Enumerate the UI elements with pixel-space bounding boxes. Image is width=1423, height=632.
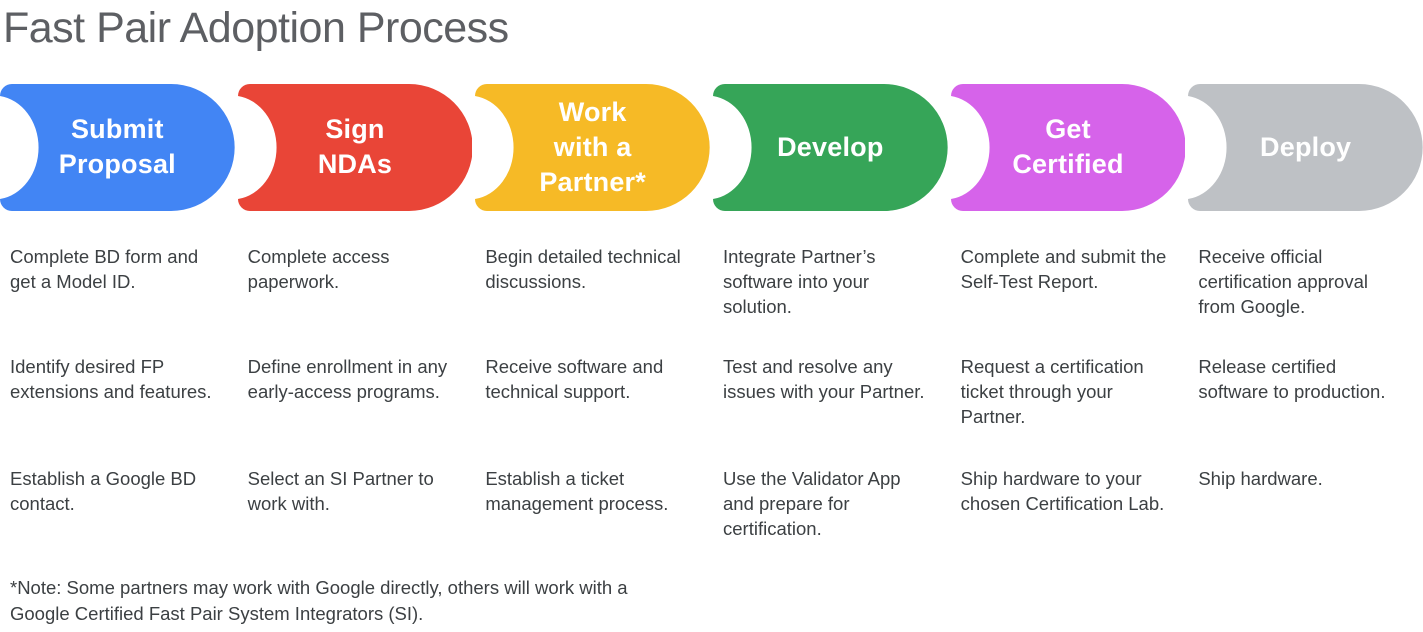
pill-path	[0, 83, 235, 211]
step-shape-submit-proposal: Submit Proposal	[0, 83, 235, 211]
pill-chevron-icon	[237, 83, 473, 211]
step-description: Receive software and technical support.	[485, 355, 664, 402]
pill-path	[237, 83, 473, 211]
step-label: Sign NDAs	[317, 114, 393, 180]
step-label: Get Certified	[1012, 114, 1124, 180]
step-shape-deploy: Deploy	[1188, 83, 1423, 211]
footnote: *Note: Some partners may work with Googl…	[10, 577, 628, 624]
pill-chevron-icon	[950, 83, 1186, 211]
step-description: Use the Validator App and prepare for ce…	[723, 467, 901, 540]
step-description: Complete and submit the Self-Test Report…	[960, 245, 1167, 292]
page-title: Fast Pair Adoption Process	[3, 4, 509, 52]
step-description: Receive official certification approval …	[1198, 245, 1368, 318]
pill-path	[950, 83, 1186, 211]
step-description: Identify desired FP extensions and featu…	[10, 355, 212, 402]
step-description: Complete BD form and get a Model ID.	[10, 245, 199, 292]
step-description: Ship hardware.	[1198, 467, 1323, 489]
step-shape-get-certified: Get Certified	[950, 83, 1186, 211]
step-label: Work with a Partner*	[539, 96, 646, 197]
pill-path	[475, 83, 710, 211]
step-description: Test and resolve any issues with your Pa…	[723, 355, 925, 402]
pill-chevron-icon	[713, 83, 948, 211]
step-description: Establish a Google BD contact.	[10, 467, 197, 514]
step-description: Integrate Partner’s software into your s…	[723, 245, 876, 318]
step-shape-sign-ndas: Sign NDAs	[237, 83, 473, 211]
pill-path	[1188, 83, 1423, 211]
step-description: Ship hardware to your chosen Certificati…	[960, 467, 1165, 514]
pill-path	[713, 83, 948, 211]
pill-chevron-icon	[1188, 83, 1423, 211]
step-description: Complete access paperwork.	[247, 245, 390, 292]
step-label: Deploy	[1260, 131, 1352, 162]
pill-chevron-icon	[475, 83, 710, 211]
step-description: Request a certification ticket through y…	[960, 355, 1144, 428]
step-shape-work-with-partner: Work with a Partner*	[475, 83, 710, 211]
step-label: Develop	[777, 131, 884, 162]
step-description: Define enrollment in any early-access pr…	[247, 355, 448, 402]
step-description: Begin detailed technical discussions.	[485, 245, 681, 292]
pill-chevron-icon	[0, 83, 235, 211]
step-label: Submit Proposal	[58, 114, 176, 180]
step-description: Establish a ticket management process.	[485, 467, 669, 514]
step-shape-develop: Develop	[713, 83, 948, 211]
process-board: Submit Proposal Sign NDAs Work with a Pa…	[0, 83, 1423, 541]
step-description: Select an SI Partner to work with.	[247, 467, 434, 514]
step-description: Release certified software to production…	[1198, 355, 1386, 402]
